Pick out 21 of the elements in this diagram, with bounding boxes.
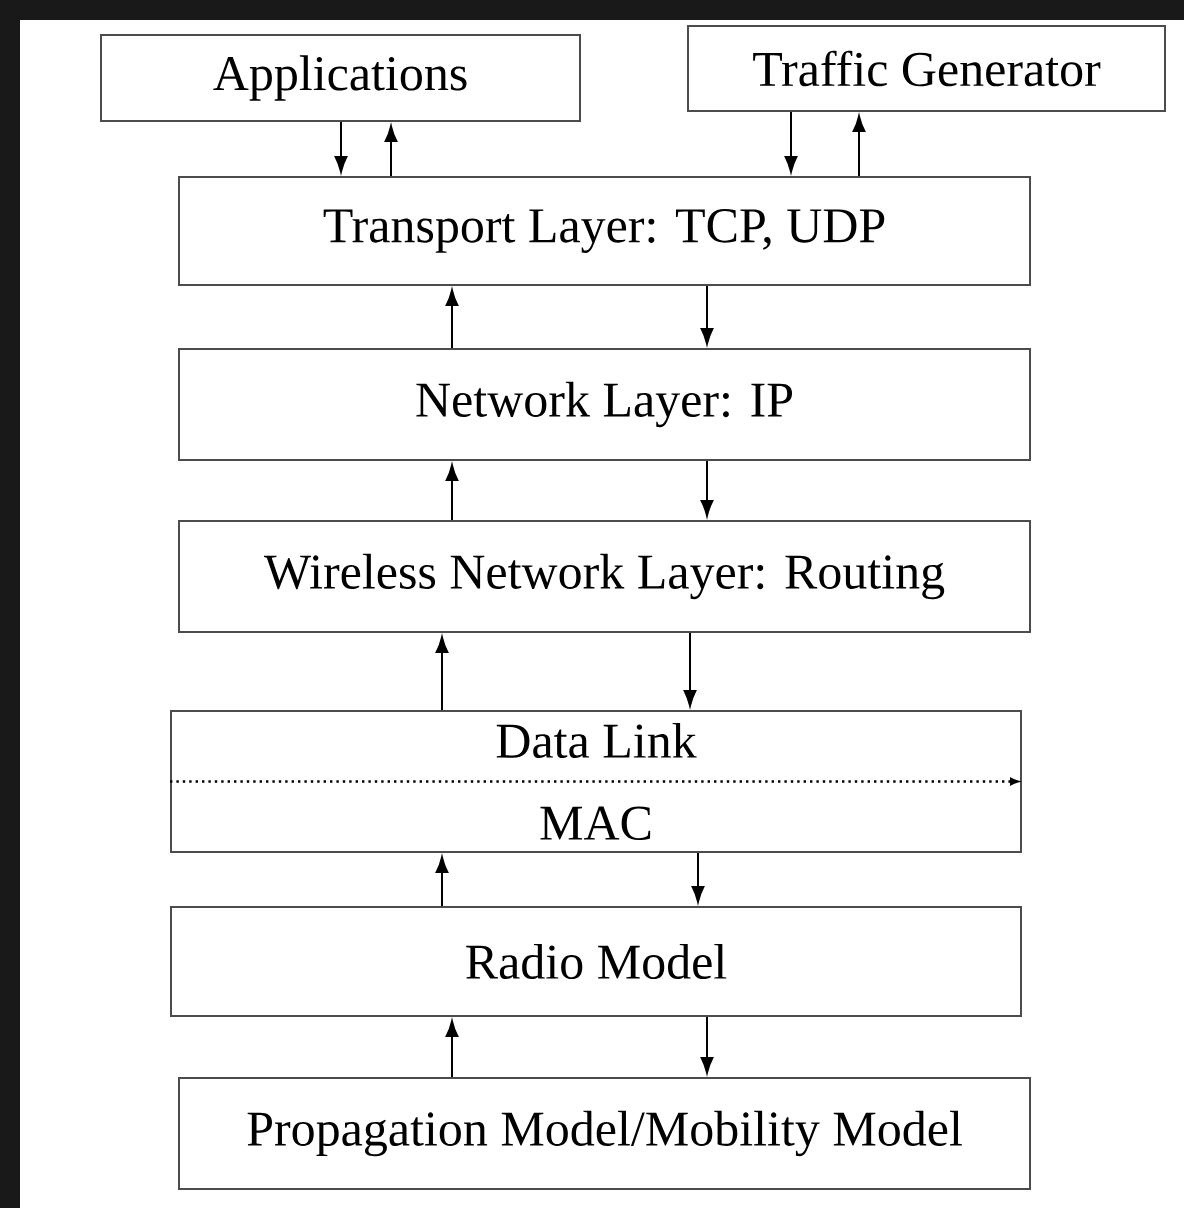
arrow — [445, 289, 459, 349]
arrow — [384, 125, 398, 177]
layer-box: Applications — [100, 34, 581, 122]
arrow — [852, 115, 866, 177]
layer-box: Radio Model — [170, 906, 1022, 1017]
arrow — [435, 636, 449, 711]
arrow — [445, 464, 459, 521]
layer-box: Transport Layer: TCP, UDP — [178, 176, 1031, 286]
arrow — [700, 285, 714, 345]
arrow — [700, 460, 714, 517]
layer-box: Network Layer: IP — [178, 348, 1031, 461]
arrow — [784, 111, 798, 173]
arrow — [700, 1016, 714, 1074]
arrow — [445, 1020, 459, 1078]
layer-box: Wireless Network Layer: Routing — [178, 520, 1031, 633]
arrow — [334, 121, 348, 173]
arrow — [683, 632, 697, 707]
layer-box: Propagation Model/Mobility Model — [178, 1077, 1031, 1190]
layer-box: Traffic Generator — [687, 25, 1166, 112]
arrow — [691, 852, 705, 903]
arrow — [435, 856, 449, 907]
